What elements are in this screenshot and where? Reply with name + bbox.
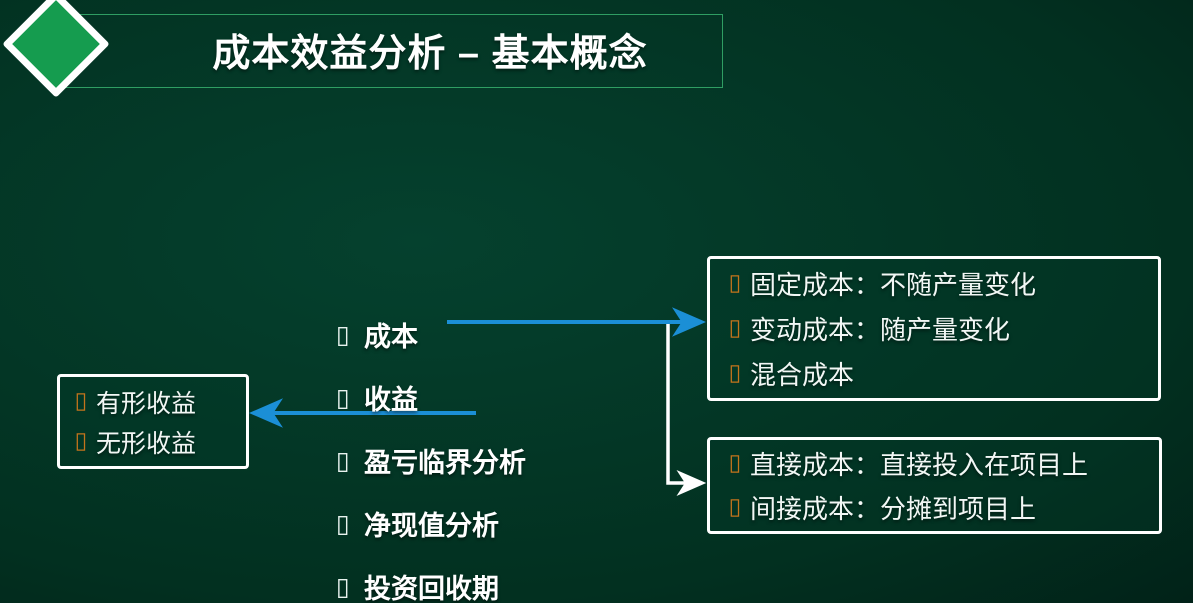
list-item[interactable]: ▯ 净现值分析 — [336, 492, 596, 555]
list-item-label: 直接成本：直接投入在项目上 — [750, 450, 1089, 480]
list-item-label: 盈亏临界分析 — [364, 448, 526, 478]
list-item-label: 固定成本：不随产量变化 — [750, 270, 1037, 300]
center-topic-list: ▯ 成本 ▯ 收益 ▯ 盈亏临界分析 ▯ 净现值分析 ▯ 投资回收期 — [336, 303, 596, 603]
list-item-label: 投资回收期 — [364, 574, 499, 603]
bullet-box-icon: ▯ — [74, 388, 88, 414]
list-item[interactable]: ▯ 收益 — [336, 366, 596, 429]
list-item: ▯ 有形收益 — [66, 382, 240, 422]
list-item: ▯ 无形收益 — [66, 422, 240, 462]
page-title: 成本效益分析 – 基本概念 — [212, 33, 648, 75]
bullet-box-icon: ▯ — [728, 450, 742, 476]
bullet-box-icon: ▯ — [336, 509, 350, 538]
list-item-label: 间接成本：分摊到项目上 — [750, 494, 1037, 524]
list-item-label: 有形收益 — [96, 389, 197, 418]
list-item-label: 变动成本：随产量变化 — [750, 315, 1011, 345]
list-item-label: 混合成本 — [750, 360, 855, 390]
callout-cost-types: ▯ 固定成本：不随产量变化 ▯ 变动成本：随产量变化 ▯ 混合成本 — [707, 256, 1161, 401]
list-item: ▯ 直接成本：直接投入在项目上 — [720, 442, 1149, 486]
list-item-label: 无形收益 — [96, 429, 197, 458]
callout-benefits: ▯ 有形收益 ▯ 无形收益 — [57, 374, 249, 469]
list-item: ▯ 混合成本 — [720, 351, 1148, 396]
bullet-box-icon: ▯ — [336, 572, 350, 601]
list-item: ▯ 固定成本：不随产量变化 — [720, 261, 1148, 306]
bullet-box-icon: ▯ — [728, 315, 742, 341]
connector-cost-to-cost-alloc — [666, 324, 707, 496]
list-item-label: 收益 — [364, 385, 418, 415]
list-item: ▯ 变动成本：随产量变化 — [720, 306, 1148, 351]
list-item[interactable]: ▯ 盈亏临界分析 — [336, 429, 596, 492]
bullet-box-icon: ▯ — [336, 383, 350, 412]
list-item-label: 净现值分析 — [364, 511, 499, 541]
list-item[interactable]: ▯ 投资回收期 — [336, 555, 596, 603]
bullet-box-icon: ▯ — [336, 446, 350, 475]
callout-cost-allocation: ▯ 直接成本：直接投入在项目上 ▯ 间接成本：分摊到项目上 — [707, 437, 1162, 534]
bullet-box-icon: ▯ — [336, 320, 350, 349]
bullet-box-icon: ▯ — [728, 360, 742, 386]
bullet-box-icon: ▯ — [728, 270, 742, 296]
bullet-box-icon: ▯ — [728, 494, 742, 520]
list-item[interactable]: ▯ 成本 — [336, 303, 596, 366]
list-item: ▯ 间接成本：分摊到项目上 — [720, 486, 1149, 530]
bullet-box-icon: ▯ — [74, 428, 88, 454]
list-item-label: 成本 — [364, 322, 418, 352]
